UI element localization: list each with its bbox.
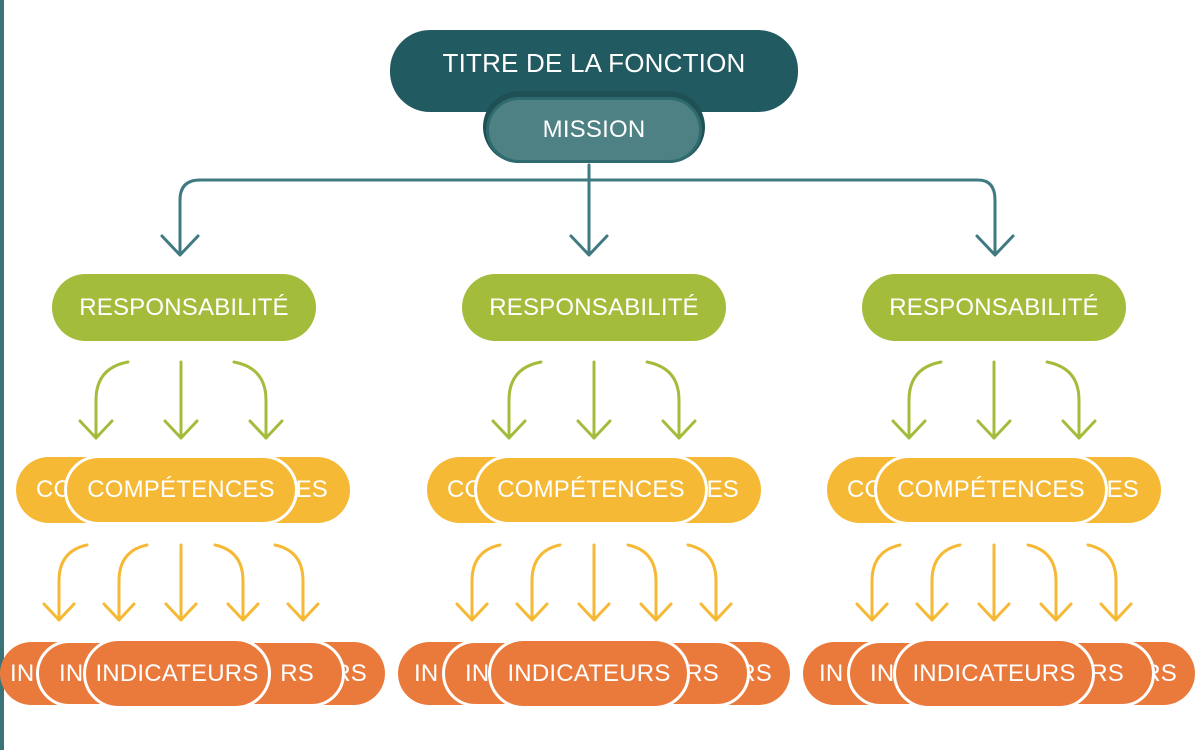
- competences-arrow-1-4: [213, 543, 245, 622]
- competences-arrow-3-1: [870, 543, 902, 622]
- responsibility-pill-3: RESPONSABILITÉ: [862, 274, 1126, 341]
- competences-arrowhead-2-4: [639, 602, 673, 622]
- responsibility-pill-2: RESPONSABILITÉ: [462, 274, 726, 341]
- competences-arrow-2-4: [626, 543, 658, 622]
- competences-arrowhead-3-5: [1099, 602, 1133, 622]
- responsibility-arrowhead-1-1: [78, 419, 114, 440]
- indicators-label: IN: [465, 659, 490, 687]
- responsibility-arrow-1-1: [94, 360, 130, 440]
- left-border: [0, 0, 4, 750]
- responsibility-arrow-2-3: [645, 360, 681, 440]
- responsibility-arrow-3-1: [907, 360, 943, 440]
- competences-arrow-3-5: [1086, 543, 1118, 622]
- responsibility-arrowhead-2-2: [576, 419, 612, 440]
- indicators-pill-3: INDICATEURS: [893, 638, 1095, 709]
- responsibility-arrowhead-3-1: [891, 419, 927, 440]
- arrowhead-left: [160, 234, 200, 257]
- competences-arrowhead-2-1: [455, 602, 489, 622]
- responsibility-arrow-2-1: [507, 360, 543, 440]
- indicators-label: RS: [685, 659, 719, 687]
- competences-arrowhead-3-3: [977, 602, 1011, 622]
- competences-arrow-3-4: [1026, 543, 1058, 622]
- responsibility-arrowhead-1-2: [163, 419, 199, 440]
- competences-arrow-3-2: [930, 543, 962, 622]
- function-title: TITRE DE LA FONCTION: [390, 30, 798, 112]
- indicators-label: IN: [10, 659, 35, 687]
- responsibility-arrowhead-3-2: [976, 419, 1012, 440]
- competences-arrow-2-5: [686, 543, 718, 622]
- responsibility-arrowhead-1-3: [248, 419, 284, 440]
- competences-arrowhead-2-3: [577, 602, 611, 622]
- competences-back-right-label: ES: [295, 476, 328, 503]
- indicators-label: RS: [1090, 659, 1124, 687]
- competences-arrowhead-1-1: [42, 602, 76, 622]
- mission-pill: MISSION: [486, 97, 702, 163]
- responsibility-arrowhead-3-3: [1061, 419, 1097, 440]
- arrowhead-right: [975, 234, 1015, 257]
- competences-arrow-1-2: [117, 543, 149, 622]
- competences-arrowhead-1-4: [226, 602, 260, 622]
- top-connector: [160, 163, 1015, 257]
- responsibility-arrowhead-2-1: [491, 419, 527, 440]
- responsibility-arrow-1-3: [232, 360, 268, 440]
- competences-arrowhead-2-5: [699, 602, 733, 622]
- responsibility-arrowhead-2-3: [661, 419, 697, 440]
- competences-arrow-2-2: [530, 543, 562, 622]
- competences-arrow-2-1: [470, 543, 502, 622]
- competences-pill-2: COMPÉTENCES: [474, 455, 708, 525]
- competences-arrow-1-1: [57, 543, 89, 622]
- responsibility-pill-1: RESPONSABILITÉ: [52, 274, 316, 341]
- competences-arrowhead-1-3: [164, 602, 198, 622]
- indicators-pill-2: INDICATEURS: [488, 638, 690, 709]
- competences-back-right-label: ES: [1106, 476, 1139, 503]
- indicators-label: IN: [59, 659, 84, 687]
- competences-back-right-label: ES: [706, 476, 739, 503]
- competences-arrowhead-2-2: [515, 602, 549, 622]
- responsibility-arrow-3-3: [1045, 360, 1081, 440]
- indicators-label: RS: [280, 659, 314, 687]
- competences-arrowhead-3-1: [855, 602, 889, 622]
- indicators-label: IN: [819, 659, 844, 687]
- indicators-label: IN: [414, 659, 439, 687]
- competences-arrowhead-3-2: [915, 602, 949, 622]
- indicators-label: IN: [870, 659, 895, 687]
- competences-arrowhead-1-5: [286, 602, 320, 622]
- competences-arrowhead-3-4: [1039, 602, 1073, 622]
- competences-arrowhead-1-2: [102, 602, 136, 622]
- competences-pill-3: COMPÉTENCES: [874, 455, 1108, 525]
- arrowhead-center: [569, 234, 609, 257]
- competences-arrow-1-5: [273, 543, 305, 622]
- indicators-pill-1: INDICATEURS: [83, 638, 271, 709]
- competences-pill-1: COMPÉTENCES: [64, 455, 298, 525]
